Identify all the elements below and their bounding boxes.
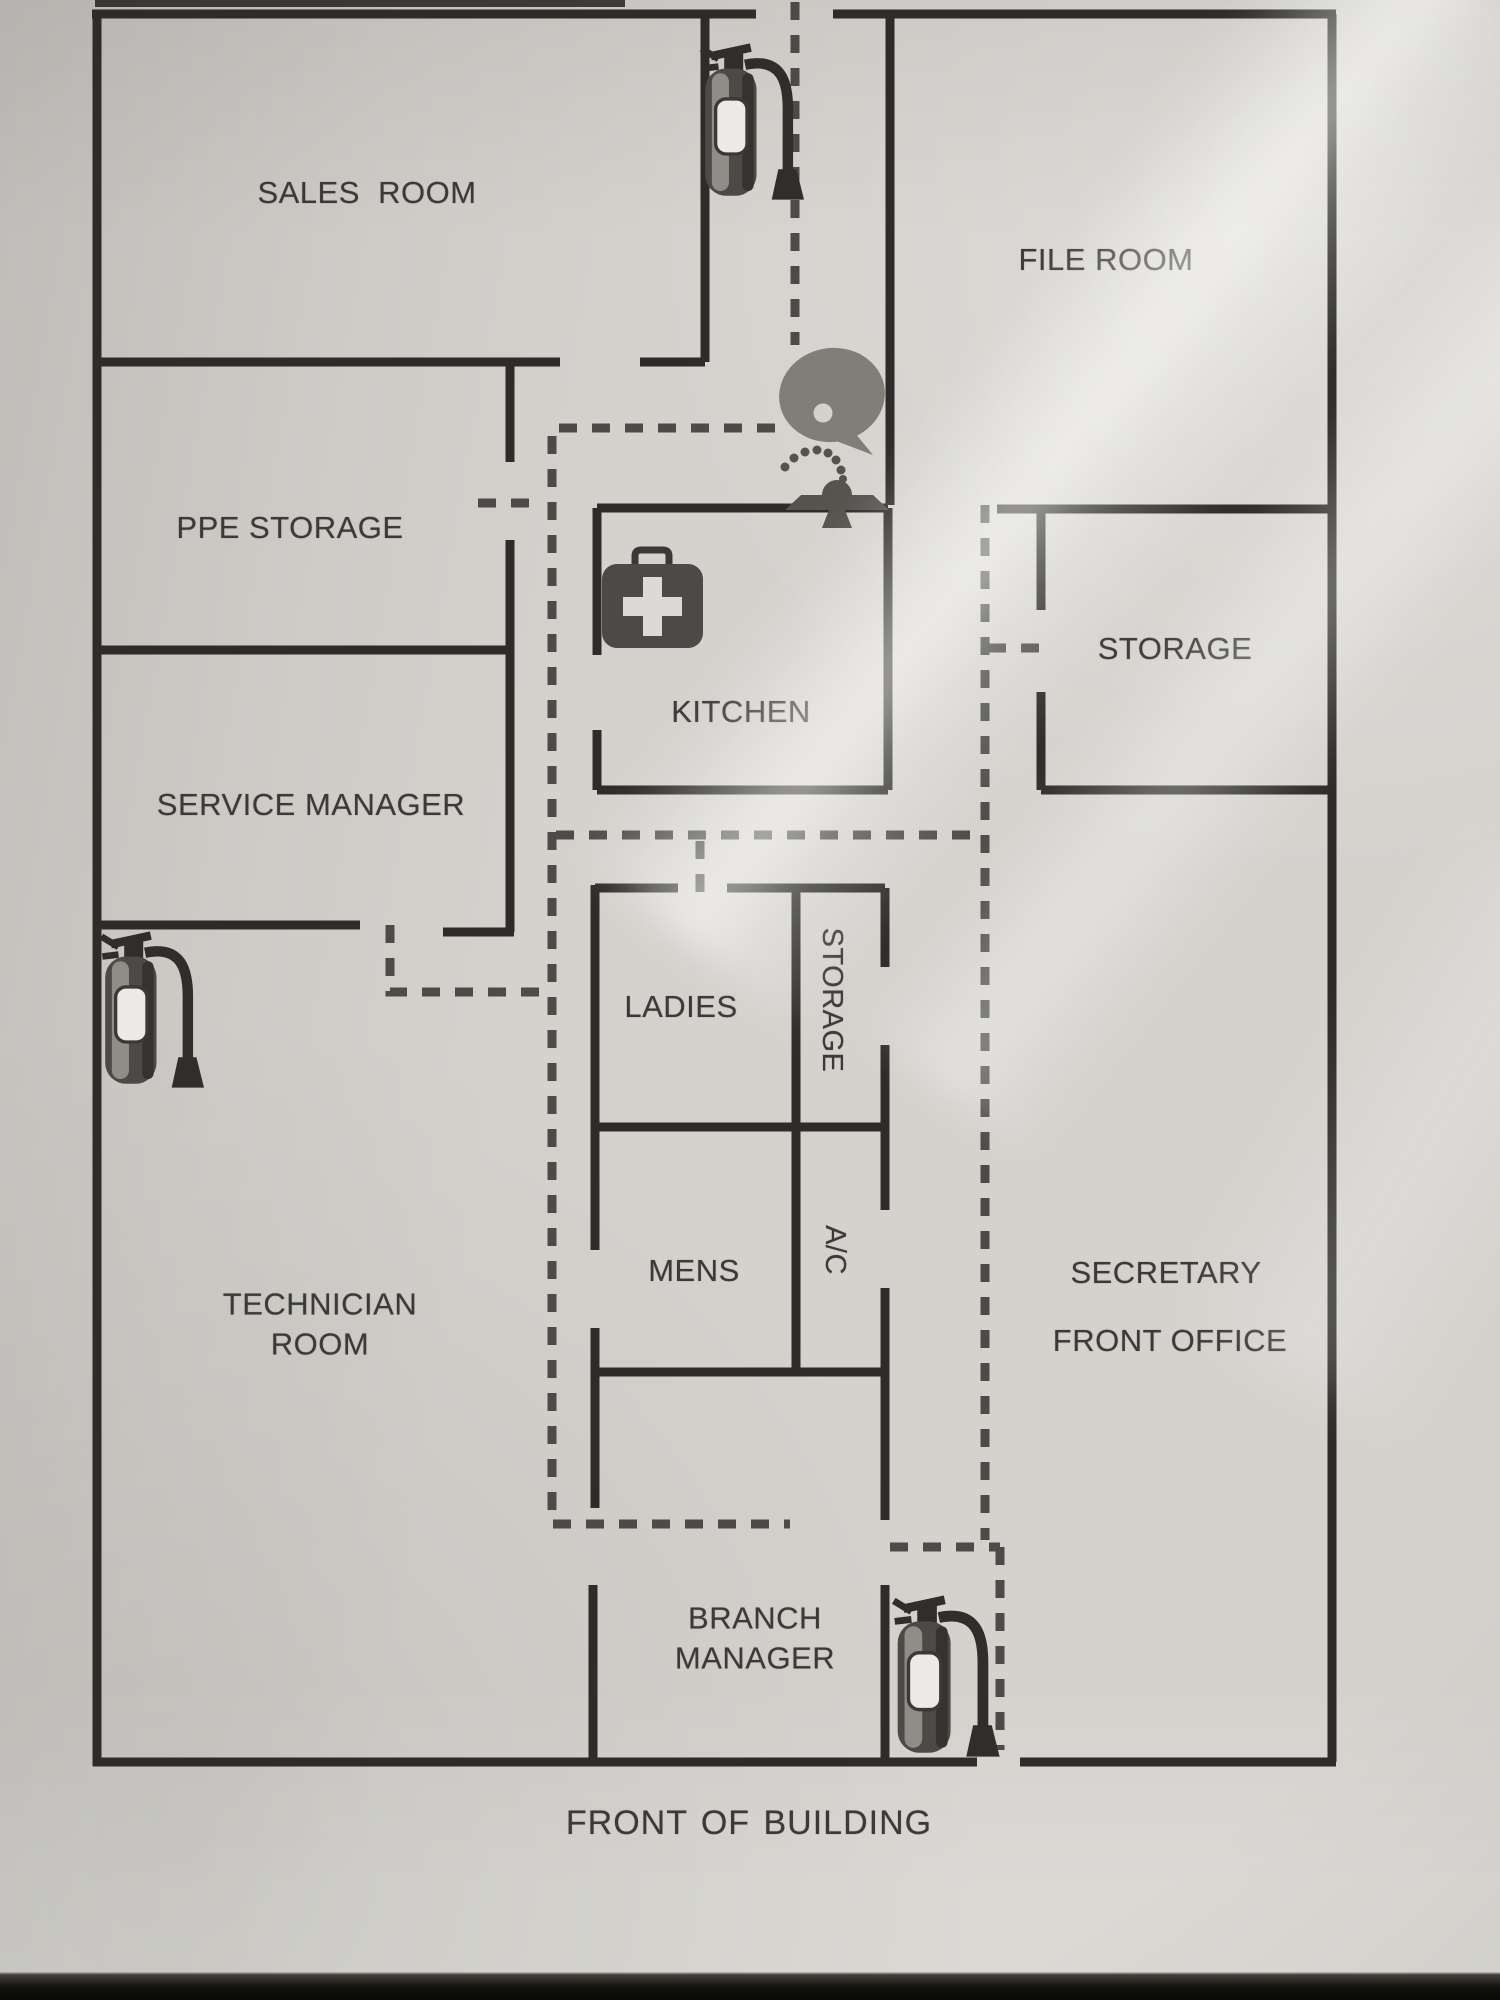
room-label-file-room: FILE ROOM (1018, 241, 1194, 277)
fire-extinguisher-icon (701, 48, 804, 200)
photo-top-edge (95, 0, 625, 7)
room-label-front-office: FRONT OFFICE (1052, 1322, 1288, 1358)
eyewash-station-icon (772, 340, 892, 528)
room-label-service-manager: SERVICE MANAGER (156, 786, 466, 822)
room-label-storage-center: STORAGE (815, 927, 848, 1073)
room-label-branch-manager: BRANCH MANAGER (674, 1600, 836, 1676)
room-label-mens: MENS (648, 1252, 740, 1288)
room-label-sales-room: SALES ROOM (257, 174, 477, 210)
room-label-kitchen: KITCHEN (671, 693, 811, 729)
room-label-ppe-storage: PPE STORAGE (176, 509, 404, 545)
room-label-ac: A/C (818, 1225, 851, 1275)
first-aid-kit-icon (602, 550, 703, 648)
room-label-ladies: LADIES (624, 988, 738, 1024)
room-label-secretary: SECRETARY (1070, 1254, 1262, 1290)
fire-extinguisher-icon (894, 1600, 1000, 1757)
room-label-technician-room: TECHNICIAN ROOM (222, 1286, 418, 1362)
fire-extinguisher-icon (101, 936, 204, 1088)
caption-front-of-building: FRONT OF BUILDING (565, 1803, 933, 1842)
photo-bottom-edge (0, 1972, 1500, 2000)
evacuation-route-dashes (385, 2, 1041, 1750)
room-label-storage-right: STORAGE (1097, 630, 1253, 666)
